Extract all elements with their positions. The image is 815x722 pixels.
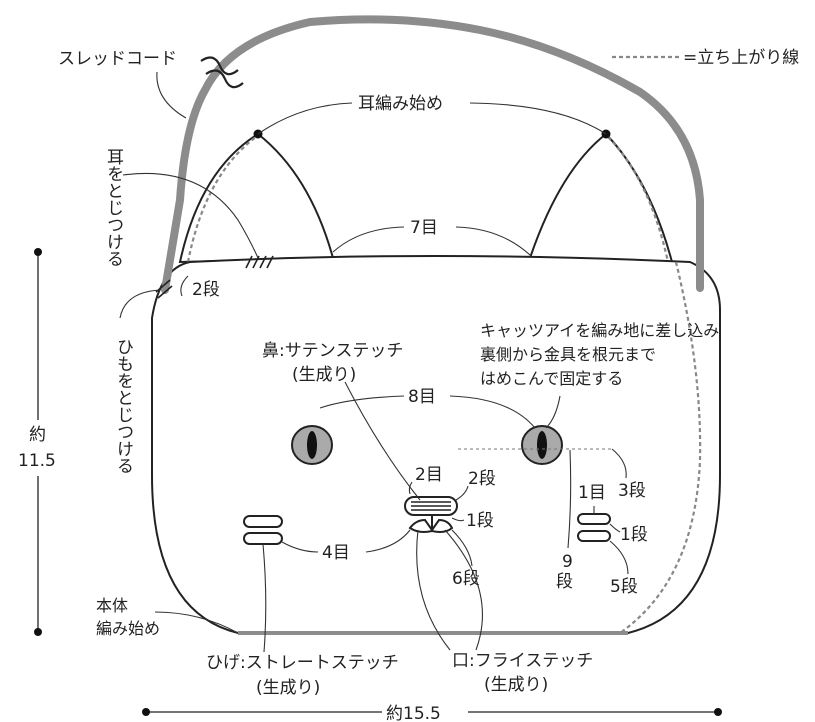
left-ear	[178, 132, 335, 264]
left-whisker-2	[243, 532, 283, 545]
label-whisker-title: ひげ:ストレートステッチ	[206, 653, 399, 673]
legend-label: =立ち上がり線	[683, 48, 799, 68]
leader-nose-title	[344, 381, 421, 501]
body-rise-line	[619, 261, 702, 634]
right-whisker-2	[577, 530, 611, 542]
strap-break-mark	[200, 56, 239, 76]
leader-ear-start-2	[469, 102, 607, 135]
right-ear-rise-line	[607, 136, 670, 263]
leader-nose-width	[408, 481, 413, 495]
label-whisker-width: 1目	[578, 483, 606, 503]
label-nine-rows-num: 9	[562, 552, 573, 572]
right-whisker-1	[577, 513, 611, 525]
label-mouth-color: (生成り)	[484, 675, 548, 695]
leader-thread-cord	[156, 71, 187, 119]
leader-eye-note	[545, 395, 561, 429]
leader-mouth-title-2	[444, 529, 483, 651]
strap-thread-cord	[161, 15, 704, 294]
leader-nose-rows-top	[455, 485, 469, 501]
label-height-value: 11.5	[18, 451, 56, 471]
leader-whisker-rows-top	[611, 448, 627, 479]
label-whisker-color: (生成り)	[256, 678, 320, 698]
label-whisker-rows-mid: 1段	[620, 525, 648, 545]
label-ear-start: 耳編み始め	[358, 94, 443, 114]
width-dim-left	[142, 708, 150, 716]
leader-whisker-rows-bottom	[609, 540, 629, 575]
left-pupil	[307, 431, 317, 459]
height-dim-top	[34, 248, 42, 256]
leader-whisker-gap-left	[281, 541, 319, 553]
label-eye-line1: キャッツアイを編み地に差し込み	[480, 321, 719, 340]
leader-mouth-rows	[451, 529, 473, 567]
label-height-prefix: 約	[29, 425, 46, 445]
leader-ear-rows	[180, 275, 189, 297]
leader-ear-attach	[122, 172, 259, 259]
label-body-start-1: 本体	[96, 596, 128, 615]
leader-mouth-title	[416, 529, 451, 651]
label-nose-rows-top: 2段	[468, 469, 496, 489]
label-nose-width: 2目	[415, 465, 443, 485]
right-ear	[528, 132, 674, 264]
leader-whisker-gap-right	[365, 529, 411, 553]
label-ear-gap: 7目	[410, 218, 438, 238]
width-dim-right	[714, 708, 722, 716]
label-nose-title: 鼻:サテンステッチ	[262, 341, 403, 361]
label-whisker-gap: 4目	[322, 543, 350, 563]
right-pupil	[537, 431, 547, 459]
strap-break-mark-2	[205, 69, 244, 89]
height-dim-bottom	[34, 628, 42, 636]
leader-whisker-rows-mid	[609, 523, 621, 533]
label-whisker-rows-bottom: 5段	[610, 577, 638, 597]
label-ear-rows: 2段	[192, 280, 220, 300]
label-nose-color: (生成り)	[292, 365, 356, 385]
label-nine-rows-unit: 段	[556, 572, 573, 592]
leader-nose-rows-bottom	[451, 517, 465, 522]
leader-eye-gap-right	[449, 395, 536, 429]
label-strap-attach: ひもをとじつける	[113, 338, 133, 474]
label-eye-gap: 8目	[408, 387, 436, 407]
leader-ear-start	[257, 102, 353, 135]
label-mouth-rows: 6段	[452, 569, 480, 589]
label-mouth-title: 口:フライステッチ	[452, 651, 593, 671]
label-whisker-rows-top: 3段	[618, 481, 646, 501]
leader-eye-gap-left	[319, 395, 405, 409]
leader-strap-attach	[119, 289, 161, 319]
label-thread-cord: スレッドコード	[58, 49, 177, 69]
leader-ear-gap-left	[332, 226, 405, 253]
leader-nine-rows	[567, 449, 572, 549]
leader-ear-gap-right	[455, 226, 531, 256]
label-width-value: 約15.5	[386, 704, 441, 722]
label-ear-attach: 耳をとじつける	[103, 148, 124, 267]
label-eye-line2: 裏側から金具を根元まで	[480, 345, 656, 364]
label-body-start-2: 編み始め	[96, 619, 160, 638]
label-nose-rows-bottom: 1段	[466, 511, 494, 531]
leader-body-start	[154, 611, 239, 634]
mouth	[408, 518, 454, 533]
left-whisker-1	[243, 515, 283, 528]
leader-whisker-title	[262, 543, 267, 653]
left-ear-rise-line	[186, 136, 257, 263]
label-eye-line3: はめこんで固定する	[480, 369, 623, 388]
